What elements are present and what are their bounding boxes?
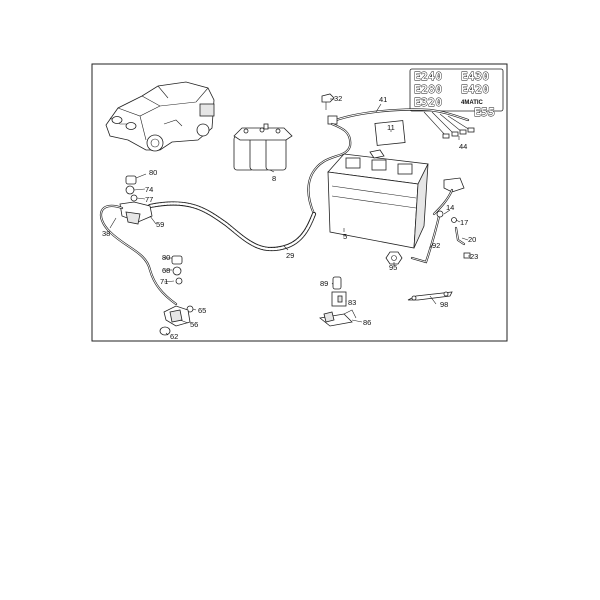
callout-65: 65 <box>198 306 206 315</box>
part-83-fuse-holder <box>331 291 347 307</box>
badge-e320: E320 <box>414 96 443 109</box>
callout-77: 77 <box>145 195 153 204</box>
part-68-nut <box>172 266 182 276</box>
badge-e280: E280 <box>414 83 443 96</box>
part-77-washer <box>130 194 138 202</box>
part-71-washer <box>175 277 183 285</box>
callout-86: 86 <box>363 318 371 327</box>
callout-92: 92 <box>432 241 440 250</box>
callout-89: 89 <box>320 279 328 288</box>
part-80-cap-lower <box>171 255 183 265</box>
callout-80-top: 80 <box>149 168 157 177</box>
part-38-cable <box>99 204 178 306</box>
car-illustration <box>105 81 215 152</box>
callout-71: 71 <box>160 277 168 286</box>
part-44-wire-harness <box>423 111 475 139</box>
badge-e240: E240 <box>414 70 443 83</box>
part-8-cover <box>233 123 293 171</box>
battery-ground-cable <box>307 122 352 216</box>
callout-62: 62 <box>170 332 178 341</box>
part-17-bolt <box>451 217 457 223</box>
part-86-relay-bracket <box>319 309 357 327</box>
part-74-nut <box>125 185 135 195</box>
callout-5: 5 <box>343 232 347 241</box>
badge-4matic: 4MATIC <box>461 100 484 106</box>
part-11-label <box>374 120 406 146</box>
callout-29: 29 <box>286 251 294 260</box>
callout-83: 83 <box>348 298 356 307</box>
callout-56: 56 <box>190 320 198 329</box>
callout-32: 32 <box>334 94 342 103</box>
model-badges: E240 E430 E280 E420 E320 4MATIC E55 <box>409 68 504 119</box>
part-80-cap <box>125 175 137 185</box>
callout-14: 14 <box>446 203 454 212</box>
callout-38: 38 <box>102 229 110 238</box>
badge-e430: E430 <box>461 70 490 83</box>
part-59-terminal-block <box>119 201 153 225</box>
part-32-bolt <box>321 93 335 110</box>
badge-e55: E55 <box>474 106 495 119</box>
callout-labels: 32 41 11 44 8 80 74 77 38 59 29 5 14 17 … <box>102 94 478 341</box>
callout-68: 68 <box>162 266 170 275</box>
part-92-cable <box>410 210 444 264</box>
callout-98: 98 <box>440 300 448 309</box>
part-29-cable <box>147 201 317 252</box>
callout-95: 95 <box>389 263 397 272</box>
part-89-fuse <box>332 276 342 290</box>
leader-lines <box>109 98 470 336</box>
part-95-nut <box>385 251 403 265</box>
badge-e420: E420 <box>461 83 490 96</box>
part-5-battery <box>327 149 429 249</box>
part-62-grommet <box>159 326 171 336</box>
callout-17: 17 <box>460 218 468 227</box>
callout-44: 44 <box>459 142 467 151</box>
callout-80-bottom: 80 <box>162 253 170 262</box>
callout-41: 41 <box>379 95 387 104</box>
part-20-hose <box>454 226 466 246</box>
callout-74: 74 <box>145 185 153 194</box>
part-23-grommet <box>463 252 471 259</box>
callout-23: 23 <box>470 252 478 261</box>
battery-terminal-clamp <box>432 177 465 216</box>
callout-20: 20 <box>468 235 476 244</box>
callout-11: 11 <box>387 123 395 132</box>
callout-59: 59 <box>156 220 164 229</box>
callout-8: 8 <box>272 174 276 183</box>
